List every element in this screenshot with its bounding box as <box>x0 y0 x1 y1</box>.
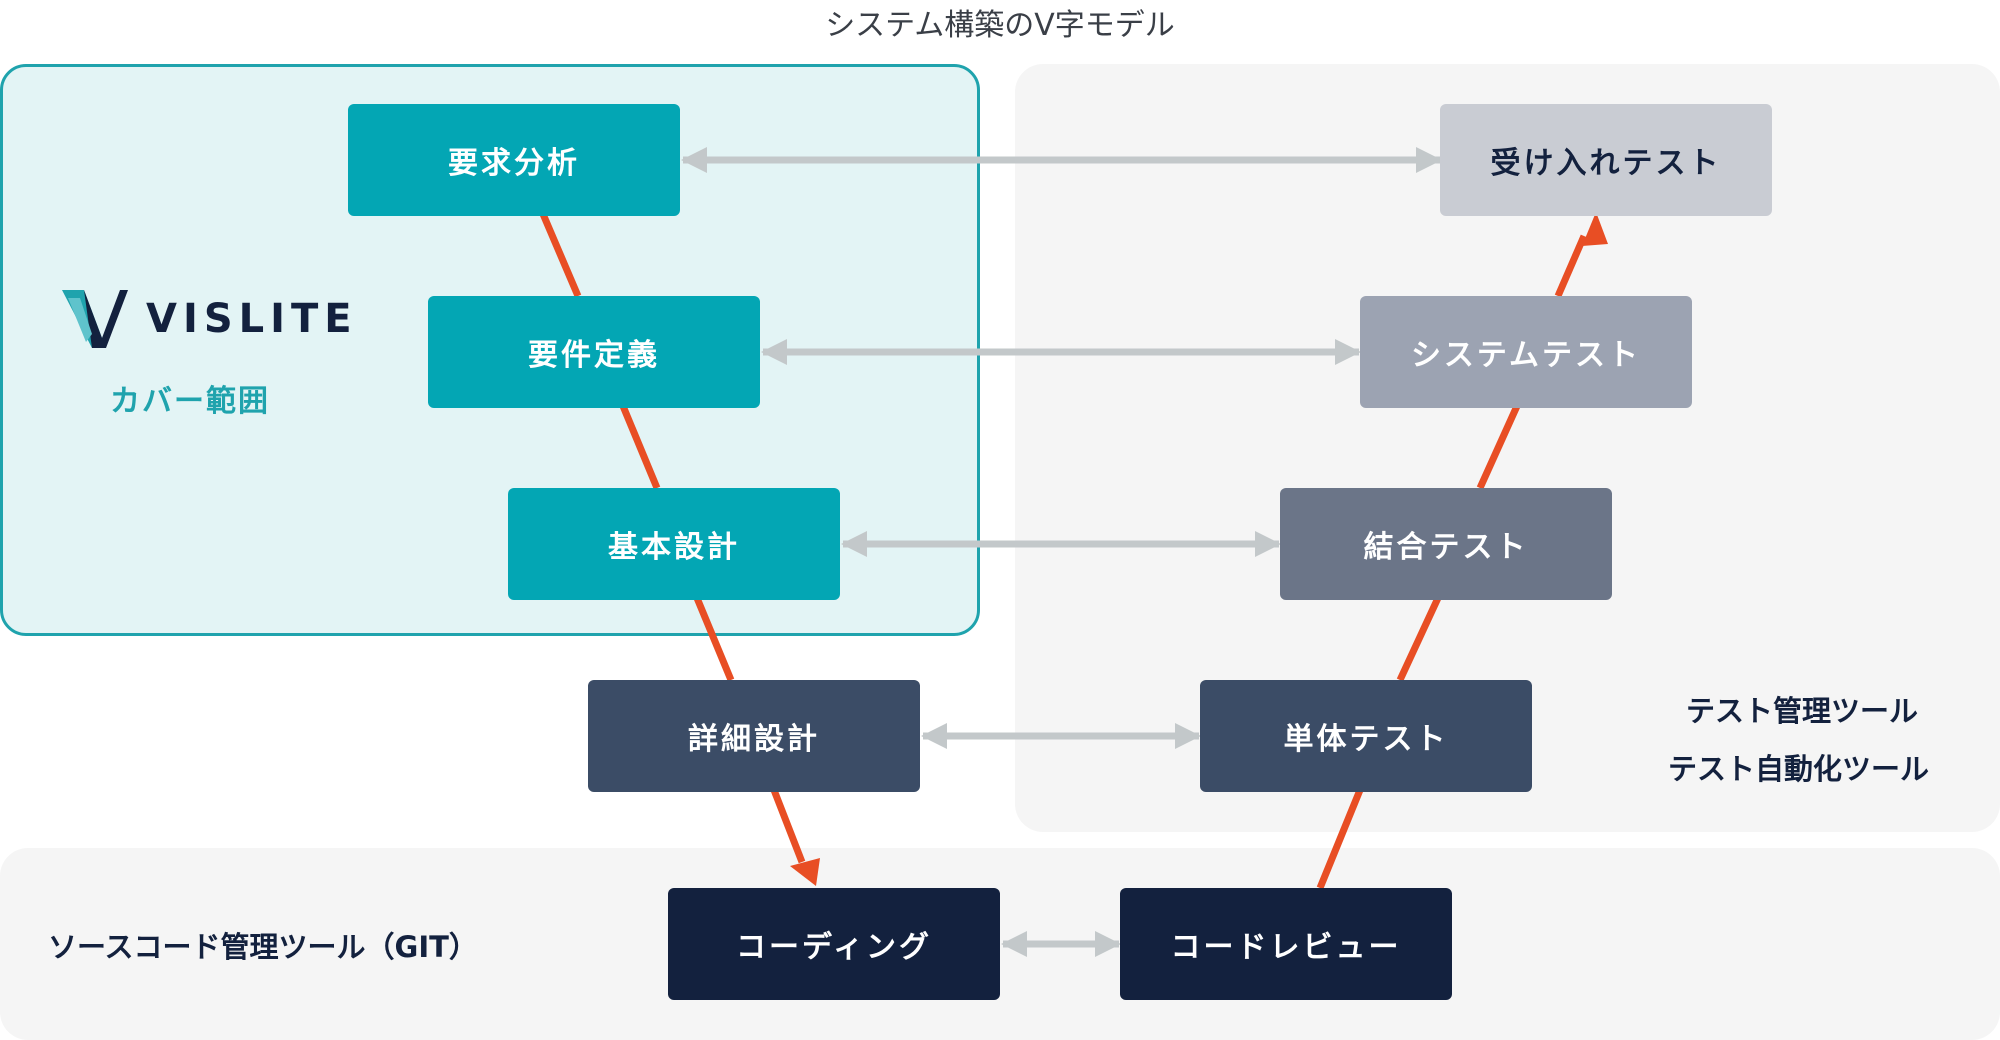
step-requirements-analysis: 要求分析 <box>348 104 680 216</box>
test-tool-label-automation: テスト自動化ツール <box>1668 752 1930 786</box>
step-label: 受け入れテスト <box>1490 146 1722 181</box>
flow-arrow-8 <box>1554 234 1588 298</box>
flow-arrowhead-up <box>1582 212 1608 246</box>
step-label: 要求分析 <box>448 146 580 181</box>
step-basic-design: 基本設計 <box>508 488 840 600</box>
step-label: 基本設計 <box>608 530 740 565</box>
flow-arrow-4 <box>770 788 806 864</box>
step-requirements-definition: 要件定義 <box>428 296 760 408</box>
step-acceptance-test: 受け入れテスト <box>1440 104 1772 216</box>
step-system-test: システムテスト <box>1360 296 1692 408</box>
step-label: コードレビュー <box>1170 930 1402 965</box>
step-code-review: コードレビュー <box>1120 888 1452 1000</box>
flow-arrowhead-down <box>790 858 820 886</box>
step-unit-test: 単体テスト <box>1200 680 1532 792</box>
flow-arrow-3 <box>693 596 735 682</box>
step-detailed-design: 詳細設計 <box>588 680 920 792</box>
step-coding: コーディング <box>668 888 1000 1000</box>
cover-range-label: カバー範囲 <box>110 384 270 419</box>
vislite-logo-text: VISLITE <box>146 296 358 342</box>
step-label: 詳細設計 <box>688 722 820 757</box>
git-region <box>0 848 2000 1040</box>
step-integration-test: 結合テスト <box>1280 488 1612 600</box>
git-tool-label: ソースコード管理ツール（GIT） <box>48 930 478 964</box>
step-label: 単体テスト <box>1283 722 1449 757</box>
flow-arrow-1 <box>539 212 582 298</box>
flow-arrow-7 <box>1476 404 1521 490</box>
diagram-title: システム構築のV字モデル <box>825 8 1175 43</box>
step-label: 結合テスト <box>1363 530 1529 565</box>
flow-arrow-2 <box>619 404 661 490</box>
step-label: システムテスト <box>1410 338 1642 373</box>
vislite-logo-icon <box>62 290 132 350</box>
flow-arrow-6 <box>1396 596 1442 682</box>
test-tool-label-management: テスト管理ツール <box>1686 694 1919 728</box>
step-label: 要件定義 <box>528 338 660 373</box>
flow-arrow-5 <box>1316 788 1364 890</box>
step-label: コーディング <box>736 930 932 965</box>
